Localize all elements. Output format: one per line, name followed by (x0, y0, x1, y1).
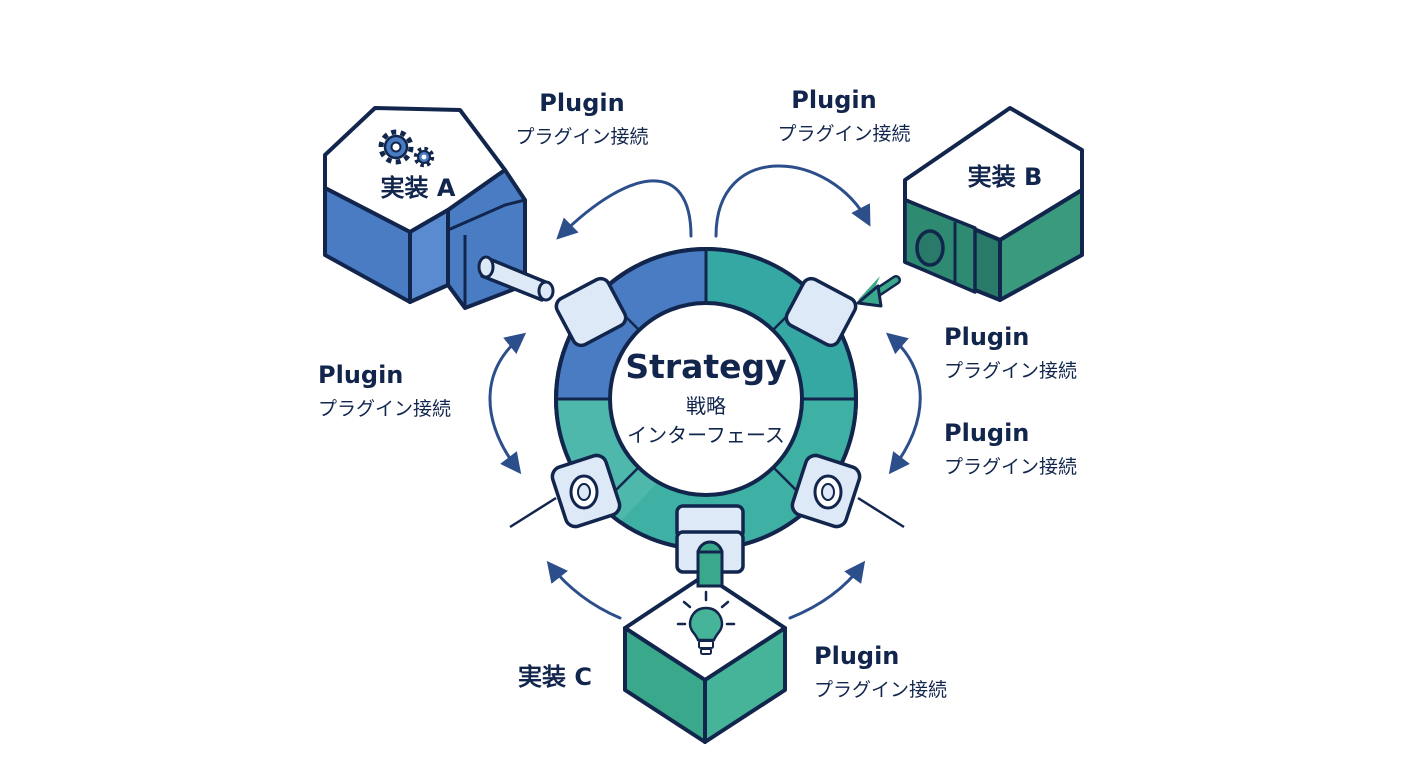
connection-label-top-right: Plugin プラグイン接続 (777, 86, 910, 145)
socket-bottom-left (550, 453, 622, 529)
arrow-top-right (714, 164, 871, 238)
socket-bottom-right (790, 453, 862, 529)
hub-ring-segment-teal-top (706, 249, 856, 399)
connection-label-en: Plugin (791, 86, 876, 114)
module-b-name: 実装 B (968, 163, 1043, 191)
connection-label-left: Plugin プラグイン接続 (318, 361, 451, 420)
module-a: 実装 A (323, 106, 555, 310)
arrow-left (488, 332, 527, 475)
connection-label-jp: プラグイン接続 (318, 398, 451, 420)
gears-icon (378, 129, 435, 168)
hub-title: Strategy (625, 347, 786, 386)
connection-label-en: Plugin (944, 419, 1029, 447)
socket-top-left (554, 276, 628, 348)
hub-subtitle-line1: 戦略 (686, 394, 726, 418)
strategy-interface-hub: Strategy 戦略 インターフェース (550, 247, 862, 574)
arrow-right (886, 332, 922, 475)
connection-label-jp: プラグイン接続 (515, 126, 648, 148)
connection-label-bottom-right: Plugin プラグイン接続 (814, 642, 947, 701)
module-c: 実装 C (518, 550, 787, 744)
connection-label-en: Plugin (814, 642, 899, 670)
connection-label-right-upper: Plugin プラグイン接続 (944, 323, 1077, 382)
hub-ring-segment-light (556, 399, 660, 522)
connection-label-en: Plugin (318, 361, 403, 389)
arrow-bottom-left (546, 560, 622, 620)
module-c-name: 実装 C (518, 663, 592, 691)
connection-label-jp: プラグイン接続 (944, 456, 1077, 478)
module-b: 実装 B (856, 106, 1084, 308)
hub-subtitle-line2: インターフェース (627, 423, 785, 447)
connection-label-top-left: Plugin プラグイン接続 (515, 89, 648, 148)
arrow-bottom-right (788, 560, 866, 620)
connection-label-jp: プラグイン接続 (944, 360, 1077, 382)
connection-label-en: Plugin (944, 323, 1029, 351)
connection-label-jp: プラグイン接続 (814, 679, 947, 701)
hub-center (608, 301, 804, 497)
connection-label-jp: プラグイン接続 (777, 123, 910, 145)
hub-ring-segment-teal-bottom (556, 399, 856, 549)
module-a-name: 実装 A (381, 174, 456, 202)
arrow-top-left (556, 179, 693, 240)
lightbulb-icon (676, 590, 736, 655)
connection-arrows (488, 164, 922, 620)
socket-top-right (784, 276, 858, 348)
connection-label-right-lower: Plugin プラグイン接続 (944, 419, 1077, 478)
connection-label-en: Plugin (539, 89, 624, 117)
